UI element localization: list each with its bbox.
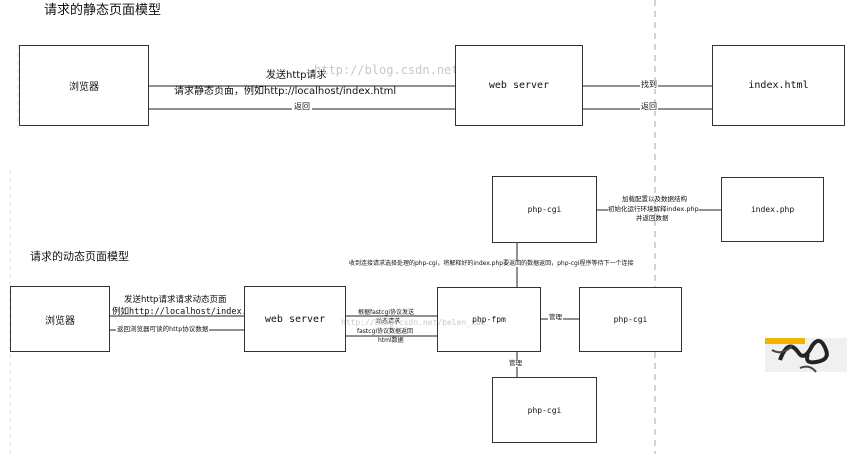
static-web-server-box: web server bbox=[455, 45, 583, 126]
php-cgi-top-label: php-cgi bbox=[527, 205, 562, 214]
cgi-note-2: 初始化运行环境解释index.php bbox=[608, 205, 699, 213]
fastcgi-label-4: html数据 bbox=[378, 337, 404, 344]
fastcgi-label-1: 根据fastcgi协议发送 bbox=[358, 309, 415, 316]
dynamic-web-server-label: web server bbox=[264, 313, 326, 325]
dynamic-web-server-box: web server bbox=[244, 286, 346, 352]
dynamic-title: 请求的动态页面模型 bbox=[30, 250, 129, 263]
static-title: 请求的静态页面模型 bbox=[44, 3, 162, 18]
static-file-box: index.html bbox=[712, 45, 845, 126]
dynamic-browser-label: 浏览器 bbox=[45, 315, 75, 327]
static-request-label-2: 请求静态页面，例如http://localhost/index.html bbox=[174, 86, 397, 97]
dynamic-return-label: 返回浏览器可读的http协议数据 bbox=[116, 325, 210, 333]
php-cgi-right-box: php-cgi bbox=[579, 287, 682, 352]
fastcgi-label-2: 动态请求 bbox=[376, 318, 401, 325]
static-request-label-1: 发送http请求 bbox=[266, 70, 327, 81]
fpm-note: 收到连接请求选择处理的php-cgi，将解释好的index.php要返回的数据返… bbox=[348, 260, 635, 267]
static-web-server-label: web server bbox=[488, 80, 550, 91]
php-fpm-label: php-fpm bbox=[472, 315, 506, 324]
static-browser-box: 浏览器 bbox=[19, 45, 149, 126]
php-cgi-top-box: php-cgi bbox=[492, 176, 597, 243]
php-cgi-right-label: php-cgi bbox=[613, 315, 648, 324]
dynamic-watermark: http://blog.csdn.net/belen_xue bbox=[341, 318, 486, 327]
php-fpm-box: php-fpm bbox=[437, 287, 541, 352]
fastcgi-label-3: fastcgi协议数据返回 bbox=[357, 328, 414, 335]
static-return-label-2: 返回 bbox=[640, 102, 658, 111]
manage-right-label: 管理 bbox=[548, 313, 563, 321]
cgi-note-3: 并返回数据 bbox=[636, 214, 669, 222]
dynamic-browser-box: 浏览器 bbox=[10, 286, 110, 352]
static-file-label: index.html bbox=[748, 80, 809, 91]
php-file-box: index.php bbox=[721, 177, 824, 242]
php-file-label: index.php bbox=[750, 205, 795, 214]
dynamic-request-label-2: 例如http://localhost/index.php bbox=[112, 307, 263, 317]
static-browser-label: 浏览器 bbox=[69, 82, 99, 93]
manage-bottom-label: 管理 bbox=[508, 359, 523, 367]
static-find-label: 找到 bbox=[640, 80, 658, 89]
php-cgi-bottom-label: php-cgi bbox=[527, 405, 562, 415]
dynamic-request-label-1: 发送http请求请求动态页面 bbox=[124, 295, 227, 305]
static-return-label: 返回 bbox=[292, 102, 312, 111]
php-cgi-bottom-box: php-cgi bbox=[492, 377, 597, 443]
cgi-note-1: 加载配置以及数据结构 bbox=[622, 195, 687, 203]
